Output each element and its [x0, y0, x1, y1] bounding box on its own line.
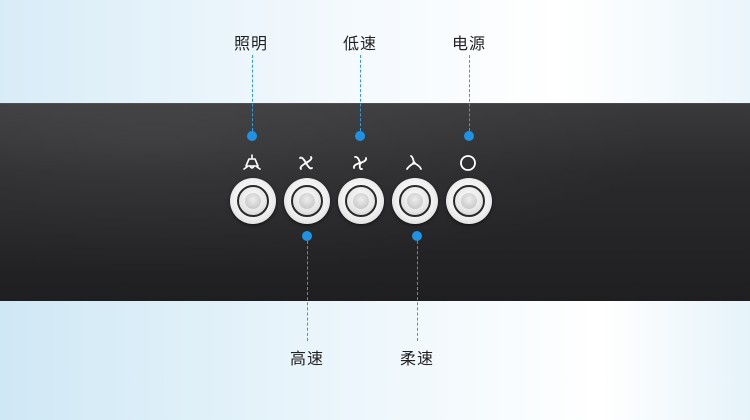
leader-power	[469, 55, 470, 131]
marker-soft-speed	[412, 231, 422, 241]
soft-speed-button[interactable]	[392, 178, 438, 224]
label-high-speed: 高速	[289, 349, 324, 368]
power-icon	[460, 155, 476, 171]
leader-soft-speed	[417, 241, 418, 341]
leader-high-speed	[307, 241, 308, 341]
label-lighting: 照明	[233, 34, 268, 53]
marker-power	[464, 131, 474, 141]
power-button[interactable]	[446, 178, 492, 224]
fan-high-icon	[299, 156, 313, 170]
high-speed-button[interactable]	[284, 178, 330, 224]
label-low-speed: 低速	[342, 34, 377, 53]
fan-low-icon	[352, 155, 368, 171]
background-bottom	[0, 300, 750, 420]
marker-high-speed	[302, 231, 312, 241]
lighting-button[interactable]	[230, 178, 276, 224]
lamp-icon	[243, 154, 261, 170]
label-power: 电源	[451, 34, 486, 53]
leader-low-speed	[360, 55, 361, 131]
label-soft-speed: 柔速	[399, 349, 434, 368]
leader-lighting	[252, 55, 253, 131]
marker-lighting	[247, 131, 257, 141]
fan-soft-icon	[406, 155, 422, 170]
marker-low-speed	[355, 131, 365, 141]
low-speed-button[interactable]	[338, 178, 384, 224]
